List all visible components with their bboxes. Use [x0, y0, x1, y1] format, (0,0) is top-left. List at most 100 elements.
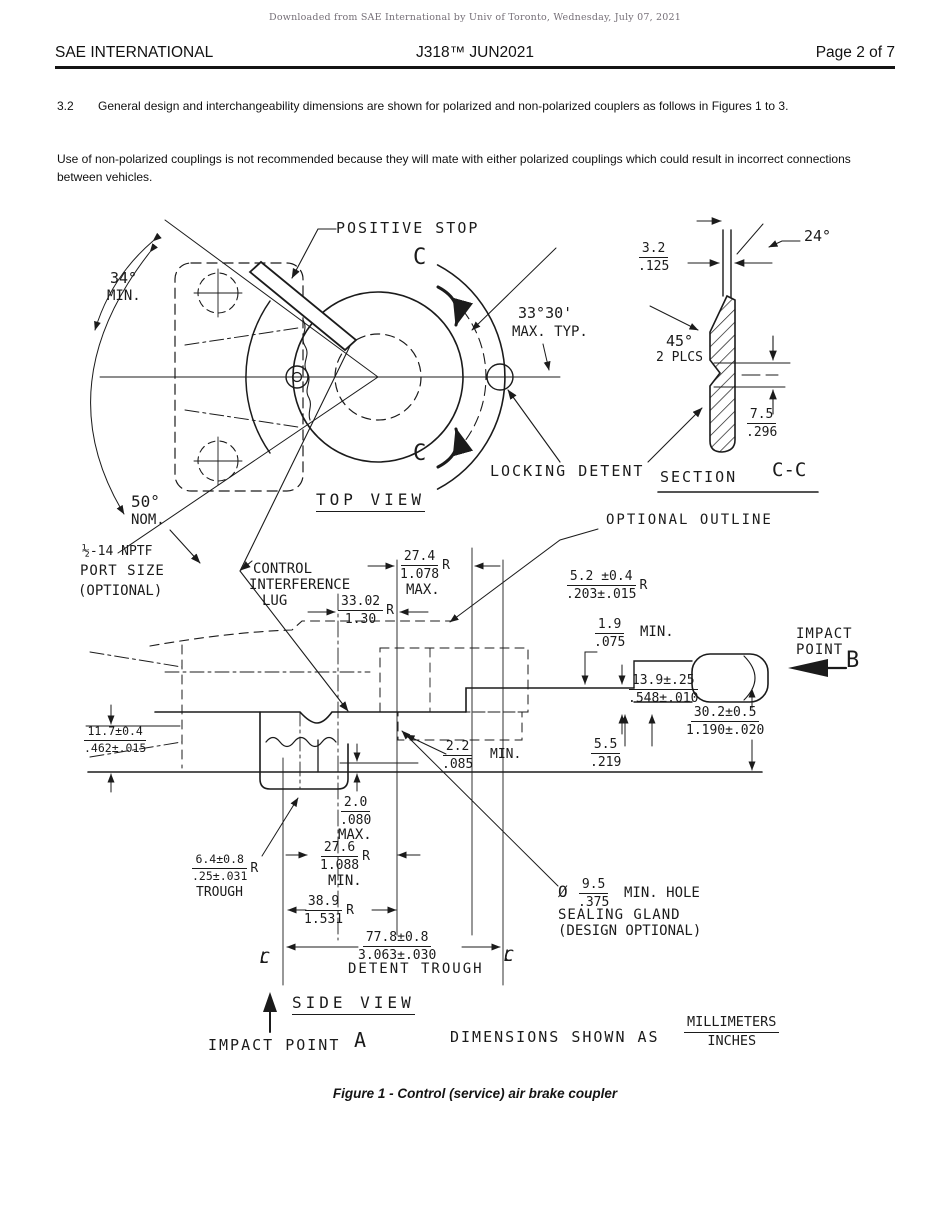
page-header: SAE INTERNATIONAL J318™ JUN2021 Page 2 o… — [55, 44, 895, 64]
dim-11_7: 11.7±0.4.462±.015 — [84, 725, 178, 755]
angle-45-label: 45° — [666, 332, 694, 350]
diameter-symbol: Ø — [558, 882, 568, 901]
dim-27_4-suffix: R — [442, 558, 450, 573]
angle-45-plcs-label: 2 PLCS — [656, 350, 703, 365]
control-label-2: INTERFERENCE — [249, 577, 351, 593]
dim-27_6-suffix: R — [362, 849, 370, 864]
positive-stop-label: POSITIVE STOP — [336, 219, 480, 237]
figure-caption: Figure 1 - Control (service) air brake c… — [332, 1086, 618, 1101]
dim-1_9-mm: 1.9 — [594, 618, 625, 634]
dim-2_2-mm: 2.2 — [442, 740, 473, 756]
dim-5_2-in: .203±.015 — [566, 587, 637, 602]
dim-2_0: 2.0.080 — [340, 796, 386, 827]
dim-2_0-mm: 2.0 — [340, 796, 371, 812]
dim-276-min-label: MIN. — [328, 873, 362, 889]
dim-19-min-label: MIN. — [640, 624, 674, 640]
dim-1_9: 1.9.075 — [594, 618, 634, 649]
dim-3_2-mm: 3.2 — [638, 242, 669, 258]
port-size-label: PORT SIZE — [80, 563, 165, 579]
header-left: SAE INTERNATIONAL — [55, 44, 214, 61]
dim-2_2: 2.2.085 — [442, 740, 486, 771]
dim-5_5: 5.5.219 — [590, 738, 634, 769]
dim-77_8-mm: 77.8±0.8 — [362, 931, 432, 947]
dim-38_9-in: 1.531 — [304, 912, 344, 927]
dim-5_2-mm: 5.2 ±0.4 — [566, 570, 636, 586]
section-letter-c-top: C — [413, 245, 427, 270]
angle-24-label: 24° — [804, 227, 832, 245]
dim-5_2-suffix: R — [639, 578, 648, 593]
dim-3_2-in: .125 — [638, 259, 670, 274]
dim-13_9: 13.9±.25.548±.010 — [628, 674, 714, 705]
dim-3_2: 3.2.125 — [638, 242, 682, 273]
impact-point-a-letter: A — [354, 1028, 367, 1052]
dim-20-max-label: MAX. — [338, 827, 372, 843]
dim-7_5-in: .296 — [746, 425, 778, 440]
design-optional-label: (DESIGN OPTIONAL) — [558, 923, 702, 939]
dim-77_8-in: 3.063±.030 — [358, 948, 437, 963]
dim-22-min-label: MIN. — [490, 747, 522, 762]
dim-2_2-in: .085 — [442, 757, 474, 772]
section-text: General design and interchangeability di… — [98, 99, 789, 113]
min-hole-label: MIN. HOLE — [624, 885, 700, 901]
dim-7_5: 7.5.296 — [746, 408, 794, 439]
angle-3330-label: 33°30' — [518, 304, 573, 322]
nptf-label: ½-14 NPTF — [82, 544, 153, 559]
dim-13_9-in: .548±.010 — [628, 691, 699, 706]
angle-50-nom-label: NOM. — [131, 512, 165, 528]
header-center: J318™ JUN2021 — [415, 44, 535, 61]
dim-33_02-mm: 33.02 — [338, 595, 384, 611]
dim-5_5-in: .219 — [590, 755, 622, 770]
dim-6_4-suffix: R — [250, 860, 259, 876]
dim-38_9-suffix: R — [346, 903, 354, 918]
download-notice: Downloaded from SAE International by Uni… — [269, 12, 681, 23]
angle-3330-max-label: MAX. TYP. — [512, 324, 588, 340]
impact-point-a-label: IMPACT POINT — [208, 1036, 341, 1054]
detent-trough-label: DETENT TROUGH — [348, 961, 484, 977]
locking-detent-label: LOCKING DETENT — [490, 462, 645, 480]
dim-27_4-mm: 27.4 — [400, 550, 439, 566]
dim-38_9-mm: 38.9 — [304, 895, 343, 911]
dim-11_7-mm: 11.7±0.4 — [84, 725, 146, 741]
dim-6_4-in: .25±.031 — [192, 868, 248, 883]
dim-27_6-mm: 27.6 — [320, 841, 359, 857]
section-word-label: SECTION — [660, 468, 738, 486]
dim-6_4-mm: 6.4±0.8 — [192, 853, 247, 869]
top-view-title: TOP VIEW — [316, 492, 426, 512]
impact-point-b-letter: B — [846, 648, 860, 673]
optional-outline-label: OPTIONAL OUTLINE — [606, 512, 773, 528]
impact-point-b-label-1: IMPACT — [796, 626, 853, 642]
dim-11_7-in: .462±.015 — [84, 740, 147, 755]
centerline-symbol-left: CL — [259, 948, 270, 967]
section-number: 3.2 — [57, 99, 74, 113]
dim-33_02-suffix: R — [386, 603, 394, 618]
dim-30_2-mm: 30.2±0.5 — [690, 706, 760, 722]
dim-30_2-in: 1.190±.020 — [686, 723, 765, 738]
paragraph-note: Use of non-polarized couplings is not re… — [57, 152, 851, 184]
angle-34-label: 34° — [110, 269, 138, 287]
dim-274-max-label: MAX. — [406, 582, 440, 598]
sealing-gland-label: SEALING GLAND — [558, 907, 681, 923]
control-label-1: CONTROL — [253, 561, 313, 577]
dim-9_5-mm: 9.5 — [578, 878, 609, 894]
port-optional-label: (OPTIONAL) — [78, 583, 163, 599]
dim-1_9-in: .075 — [594, 635, 626, 650]
dim-9_5-in: .375 — [578, 895, 610, 910]
dim-13_9-mm: 13.9±.25 — [628, 674, 698, 690]
section-cc-label: C-C — [772, 459, 807, 481]
units-fraction-mm: MILLIMETERS — [684, 1015, 780, 1033]
section-letter-c-bottom: C — [413, 441, 427, 466]
dim-33_02-in: 1.30 — [344, 612, 377, 627]
dim-5_5-mm: 5.5 — [590, 738, 621, 754]
dim-2_0-in: .080 — [340, 813, 372, 828]
